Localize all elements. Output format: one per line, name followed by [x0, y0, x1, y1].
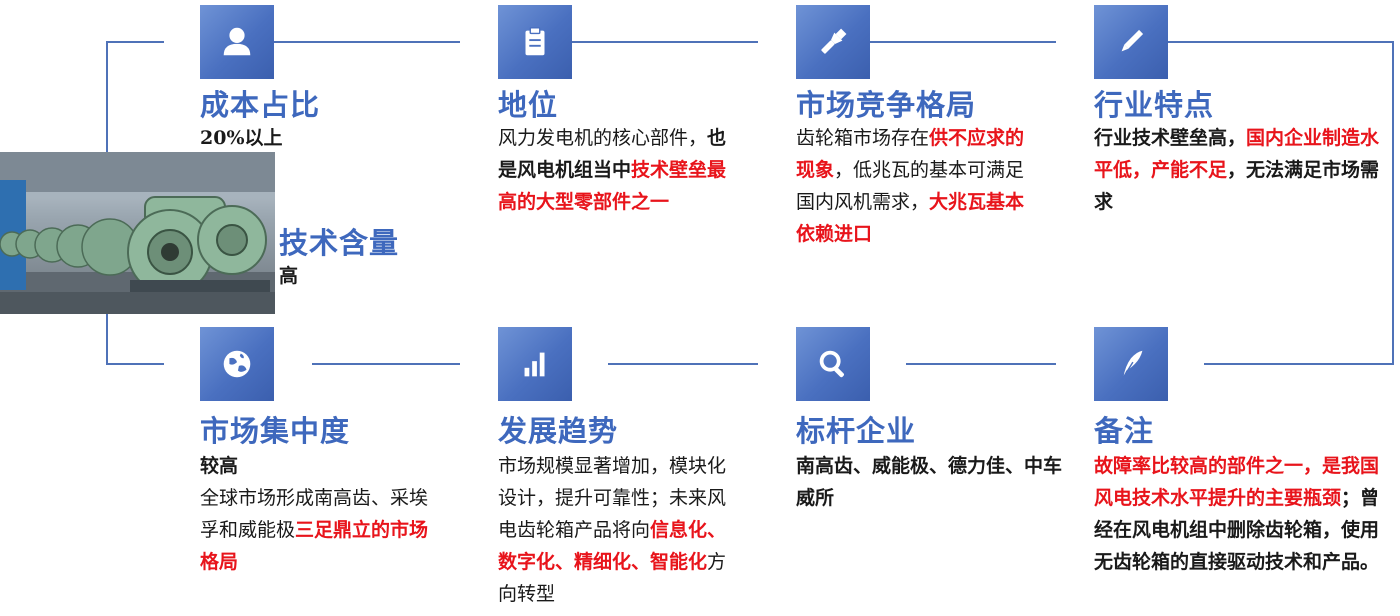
flashlight-icon-box: [796, 5, 870, 79]
connector-line-top-1: [274, 41, 460, 43]
trend-title: 发展趋势: [498, 414, 619, 448]
connector-line-bottom-left: [106, 363, 164, 365]
features-title: 行业特点: [1094, 88, 1215, 122]
connector-line-right-vertical: [1392, 41, 1394, 365]
connector-line-top-3: [870, 41, 1056, 43]
features-desc: 行业技术壁垒高，国内企业制造水平低，产能不足，无法满足市场需求: [1094, 122, 1392, 218]
connector-line-bottom-2: [608, 363, 758, 365]
features-desc-segment: 行业技术壁垒高，: [1094, 127, 1247, 149]
tech-desc-segment: 高: [279, 265, 299, 287]
connector-line-bottom-right: [1204, 363, 1394, 365]
concentration-desc-segment: 三足鼎立的市场格局: [200, 519, 429, 573]
user-icon-box: [200, 5, 274, 79]
pencil-icon: [1121, 29, 1144, 52]
features-desc-segment: ，无法满足市场需求: [1094, 159, 1380, 213]
connector-line-bottom-left-vertical: [106, 314, 108, 365]
tech-desc: 高: [279, 260, 399, 292]
feather-icon-box: [1094, 327, 1168, 401]
cost-title: 成本占比: [200, 88, 321, 122]
cost-desc: 20%以上: [200, 122, 440, 154]
benchmark-desc: 南高齿、威能极、德力佳、中车威所: [796, 450, 1066, 514]
concentration-title: 市场集中度: [200, 414, 351, 448]
bar-chart-icon-box: [498, 327, 572, 401]
features-desc-segment: 国内企业制造水平低，产能不足: [1094, 127, 1380, 181]
bar-chart-icon: [524, 352, 545, 377]
trend-desc: 市场规模显著增加，模块化设计，提升可靠性；未来风电齿轮箱产品将向信息化、数字化、…: [498, 450, 738, 610]
cost-desc-segment: 20%以上: [200, 127, 283, 149]
concentration-desc-segment: 全球市场形成南高齿、采埃孚和威能极: [200, 487, 429, 541]
gearbox-machinery-photo: [0, 152, 275, 314]
trend-desc-segment: 信息化、数字化、精细化、智能化: [498, 519, 727, 573]
competition-desc-segment: 供不应求的现象: [796, 127, 1025, 181]
search-icon: [819, 350, 844, 378]
notes-desc-segment: 故障率比较高的部件之一，是我国风电技术水平提升的主要瓶颈: [1094, 455, 1380, 509]
benchmark-desc-segment: 南高齿、威能极、德力佳、中车威所: [796, 455, 1063, 509]
concentration-desc-segment: 较高: [200, 455, 239, 477]
globe-icon: [223, 350, 251, 378]
notes-title: 备注: [1094, 414, 1155, 448]
position-title: 地位: [498, 88, 559, 122]
benchmark-title: 标杆企业: [796, 414, 917, 448]
concentration-desc: 较高全球市场形成南高齿、采埃孚和威能极三足鼎立的市场格局: [200, 450, 440, 578]
pencil-icon-box: [1094, 5, 1168, 79]
competition-desc-segment: ，低兆瓦的基本可满足国内风机需求，: [796, 159, 1025, 213]
globe-icon-box: [200, 327, 274, 401]
connector-line-bottom-3: [906, 363, 1056, 365]
gearbox-machinery-illustration: [0, 152, 275, 314]
connector-line-bottom-1: [312, 363, 460, 365]
clipboard-icon: [525, 27, 545, 56]
search-icon-box: [796, 327, 870, 401]
feather-icon: [1122, 350, 1143, 378]
user-icon: [223, 27, 251, 56]
position-desc: 风力发电机的核心部件，也是风电机组当中技术壁垒最高的大型零部件之一: [498, 122, 738, 218]
connector-line-top-left: [106, 41, 164, 43]
connector-line-top-right: [1168, 41, 1394, 43]
position-desc-segment: 风力发电机的核心部件，: [498, 127, 708, 149]
notes-desc: 故障率比较高的部件之一，是我国风电技术水平提升的主要瓶颈；曾经在风电机组中删除齿…: [1094, 450, 1392, 578]
competition-title: 市场竞争格局: [796, 88, 977, 122]
position-desc-segment: 技术壁垒最高的大型零部件之一: [498, 159, 727, 213]
connector-line-top-left-vertical: [106, 41, 108, 153]
flashlight-icon: [821, 28, 847, 54]
position-desc-segment: 也是风电机组当中: [498, 127, 727, 181]
competition-desc-segment: 齿轮箱市场存在: [796, 127, 930, 149]
clipboard-icon-box: [498, 5, 572, 79]
notes-desc-segment: ；曾经在风电机组中删除齿轮箱，使用无齿轮箱的直接驱动技术和产品。: [1094, 487, 1380, 573]
competition-desc-segment: 大兆瓦基本依赖进口: [796, 191, 1025, 245]
connector-line-top-2: [572, 41, 758, 43]
tech-title: 技术含量: [279, 226, 400, 260]
competition-desc: 齿轮箱市场存在供不应求的现象，低兆瓦的基本可满足国内风机需求，大兆瓦基本依赖进口: [796, 122, 1036, 250]
trend-desc-segment: 市场规模显著增加，模块化设计，提升可靠性；未来风电齿轮箱产品将向: [498, 455, 727, 541]
trend-desc-segment: 方向转型: [498, 551, 727, 605]
